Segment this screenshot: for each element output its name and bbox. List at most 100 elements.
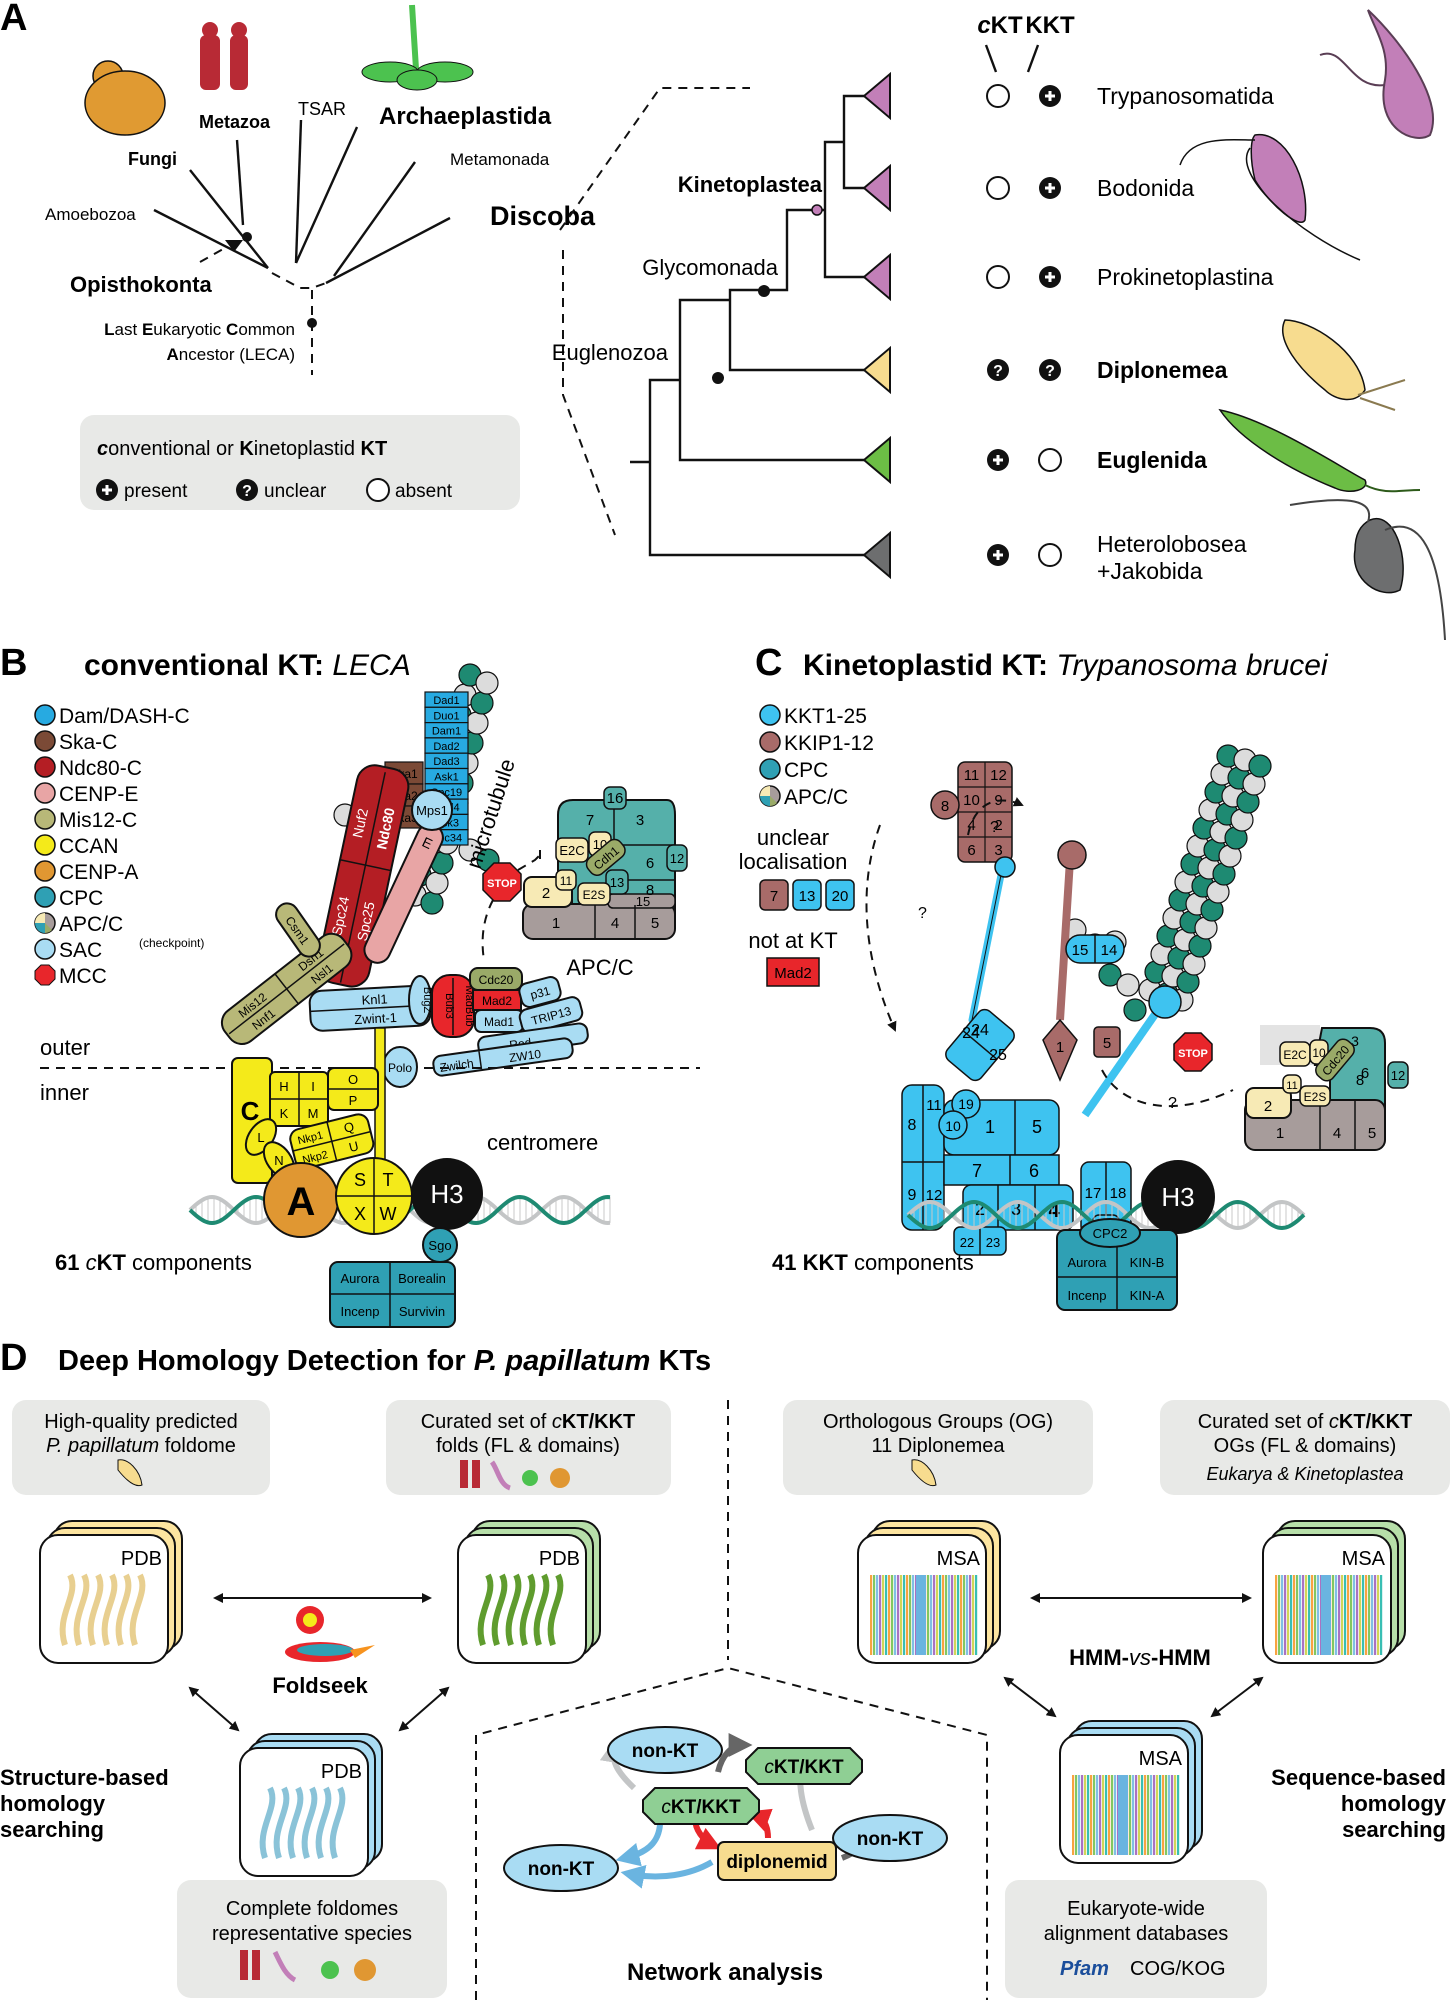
kkt-column-header: KKT [1025,12,1075,39]
kkt-subunit-label: 7 [972,1161,982,1181]
p31-label: p31 [529,984,552,1003]
kkip-stalk [1056,859,1074,1021]
network-analysis: non-KT cKT/KKT cKT/KKT non-KT non-KT dip… [503,1726,948,1986]
ccan-l: L [257,1130,264,1145]
sequence-label-line1: Sequence-based [1271,1765,1446,1790]
msa-column [1111,1775,1114,1855]
card-label: MSA [1139,1748,1183,1770]
empty-circle-icon [1038,543,1062,567]
kkt-subunit-label: 1 [985,1117,995,1137]
msa-column [1129,1775,1132,1855]
protein-strand [101,1573,118,1646]
taxon-name: Diplonemea [1097,357,1228,383]
network-node-ckt-kkt-1 [745,1747,863,1785]
mad2-not-at-kt [766,957,820,987]
histone-h3-b [411,1158,483,1230]
curated-folds-box: Curated set of cKT/KKT folds (FL & domai… [386,1400,671,1495]
legend-item: CENP-A [34,860,138,884]
panel-letter-d: D [0,1337,27,1379]
histone-h3-c [1141,1160,1215,1234]
kkip1 [1042,1018,1078,1082]
ccan-w: W [380,1204,397,1224]
legend-item: KKIP1-12 [759,731,874,755]
panel-letter-a: A [0,0,27,39]
knl1-label: Knl1 [361,991,388,1007]
msa-column [1153,1775,1156,1855]
dna-strand [906,1199,1306,1231]
msa-column [1108,1775,1111,1855]
clade-triangle [862,71,891,121]
structure-label-line3: searching [0,1817,104,1842]
legend-label: CCAN [59,835,119,858]
clade-amoebozoa: Amoebozoa [45,205,136,224]
protein-strand [259,1786,276,1859]
protein-strand [547,1573,564,1646]
kkt-subunit-label: 17 [1085,1185,1102,1202]
apcc-subunit-label: 2 [542,885,550,902]
svg-text:cKT/KKT: cKT/KKT [764,1757,844,1778]
apcc-subunit-label: 13 [610,875,624,890]
kkip-label: 11 [964,767,980,784]
clade-discoba: Discoba [490,201,596,231]
mad2-label: Mad2 [482,994,512,1008]
apcc-subunit [555,837,589,863]
cenp-a-label: A [287,1180,316,1224]
legend-item: APC/C [34,912,123,936]
legend-absent: absent [395,481,453,502]
pfam-logo: Pfam [1060,1958,1109,1980]
svg-text:alignment databases: alignment databases [1044,1923,1229,1945]
msa-column [903,1575,906,1655]
legend-swatch [34,756,56,778]
foldseek-arrow-right [398,1686,450,1732]
euglenida-icon [1218,408,1421,493]
msa-column [1075,1775,1078,1855]
legend-label: APC/C [784,786,848,809]
structure-label-line2: homology [0,1791,106,1816]
kkt-subunit-label: 18 [1110,1185,1127,1202]
protein-strand [329,1786,346,1859]
dam-dash-complex: Dad1Duo1Dam1Dad2Dad3Ask1Spc19Dad4Hsk3Spc… [424,691,469,846]
foldseek-mascot-icon [285,1606,375,1662]
unclear-item-label: 7 [770,888,778,905]
msa-conserved-column [1118,1775,1128,1855]
diplonemid-icon [117,1459,143,1487]
kin-b-label: KIN-B [1130,1255,1165,1270]
apcc-subunit [577,882,611,906]
legend-unclear: unclear [264,481,327,502]
panel-letter-c: C [755,642,782,684]
apcc-subunit-label: 5 [1368,1125,1376,1142]
msa-column [885,1575,888,1655]
sgo-label: Sgo [428,1238,451,1253]
apcc-subunit-label: 1 [1276,1125,1284,1142]
kkip1-label: 1 [1056,1039,1064,1056]
card-label: PDB [321,1761,362,1783]
kkip8 [930,790,960,820]
card-label: PDB [539,1548,580,1570]
svg-text:representative species: representative species [212,1923,412,1945]
kkt-24-label: 24 [962,1025,980,1042]
apcc-subunit-label: 6 [1361,1065,1369,1082]
aurora-label-b: Aurora [340,1271,380,1286]
msa-column [933,1575,936,1655]
panel-d: D Deep Homology Detection for P. papilla… [0,1337,1450,2000]
empty-circle-icon [366,478,390,502]
msa-column [1165,1775,1168,1855]
cdc20-label: Cdc20 [479,973,514,987]
msa-column [1114,1775,1117,1855]
structure-label-line1: Structure-based [0,1765,169,1790]
msa-column [912,1575,915,1655]
zw10-label: ZW10 [508,1047,542,1065]
card-label: PDB [121,1548,162,1570]
card-label: MSA [937,1548,981,1570]
heterolobosea-icon [1289,499,1446,641]
pdb-card-query: PDB [39,1520,183,1664]
taxon-row: Trypanosomatida [862,71,1274,121]
tubulin-bead [1098,963,1122,987]
legend-item: CCAN [34,834,119,858]
msa-column [1096,1775,1099,1855]
msa-column [1317,1575,1320,1655]
taxon-name: Bodonida [1097,175,1194,201]
microtubule-c [1063,744,1272,1022]
